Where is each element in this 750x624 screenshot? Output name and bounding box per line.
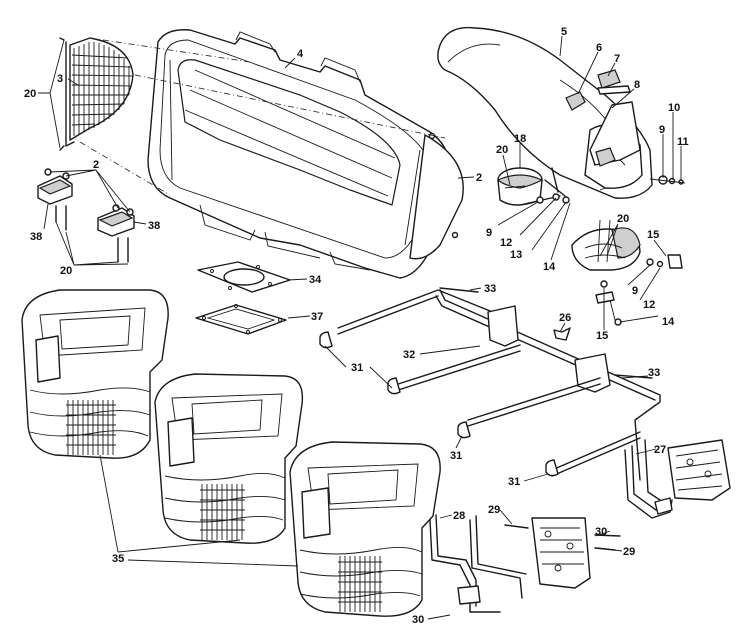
part-35-bag-right <box>289 441 441 617</box>
part-34-gasket <box>197 261 291 293</box>
label-2: 2 <box>93 159 99 171</box>
label-11: 11 <box>677 136 689 148</box>
parts-9-10-11-hardware <box>649 175 686 185</box>
part-4-housing <box>147 29 464 279</box>
label-13: 13 <box>510 249 522 261</box>
label-32: 32 <box>403 349 415 361</box>
label-20: 20 <box>60 265 72 277</box>
label-4: 4 <box>297 48 304 60</box>
label-6: 6 <box>596 42 602 54</box>
part-labels: 20 3 4 5 6 7 8 10 9 11 18 20 2 2 38 38 2… <box>24 26 689 624</box>
label-33: 33 <box>648 367 660 379</box>
label-31: 31 <box>351 362 363 374</box>
deflector-assembly <box>571 219 683 326</box>
assembly-lines <box>79 37 446 196</box>
parts-12-13-14-linkage <box>519 167 570 206</box>
part-2-38-brackets <box>37 168 135 263</box>
part-32-33-frame <box>319 287 661 481</box>
mounting-plate-right <box>667 439 731 501</box>
label-34: 34 <box>309 274 322 286</box>
label-10: 10 <box>668 102 680 114</box>
label-28: 28 <box>453 510 465 522</box>
label-20: 20 <box>617 213 629 225</box>
label-33: 33 <box>484 283 496 295</box>
label-30: 30 <box>595 526 607 538</box>
label-18: 18 <box>514 133 526 145</box>
label-7: 7 <box>614 53 620 65</box>
label-31: 31 <box>508 476 520 488</box>
part-3-screen <box>59 37 134 151</box>
part-27-bracket <box>624 439 673 519</box>
label-26: 26 <box>559 312 571 324</box>
label-31: 31 <box>450 450 462 462</box>
label-29: 29 <box>488 504 500 516</box>
label-2: 2 <box>476 172 482 184</box>
label-37: 37 <box>311 311 323 323</box>
label-12: 12 <box>643 299 655 311</box>
label-14: 14 <box>662 316 675 328</box>
label-15: 15 <box>647 229 659 241</box>
label-12: 12 <box>500 237 512 249</box>
label-14: 14 <box>543 261 556 273</box>
label-20: 20 <box>24 88 36 100</box>
label-9: 9 <box>486 227 492 239</box>
label-35: 35 <box>112 553 124 565</box>
label-8: 8 <box>634 79 640 91</box>
label-9: 9 <box>632 285 638 297</box>
label-30: 30 <box>412 614 424 624</box>
part-35-bag-left <box>21 289 169 459</box>
label-15: 15 <box>596 330 608 342</box>
part-28-bracket <box>429 514 527 613</box>
part-18-cap <box>496 167 544 206</box>
label-3: 3 <box>57 73 63 85</box>
part-35-bag-middle <box>154 373 304 544</box>
label-38: 38 <box>148 220 160 232</box>
leader-lines <box>38 35 682 620</box>
label-38: 38 <box>30 231 42 243</box>
label-5: 5 <box>561 26 567 38</box>
label-27: 27 <box>654 444 666 456</box>
label-20: 20 <box>496 144 508 156</box>
part-37-gasket <box>195 304 287 335</box>
label-29: 29 <box>623 546 635 558</box>
label-9: 9 <box>659 124 665 136</box>
